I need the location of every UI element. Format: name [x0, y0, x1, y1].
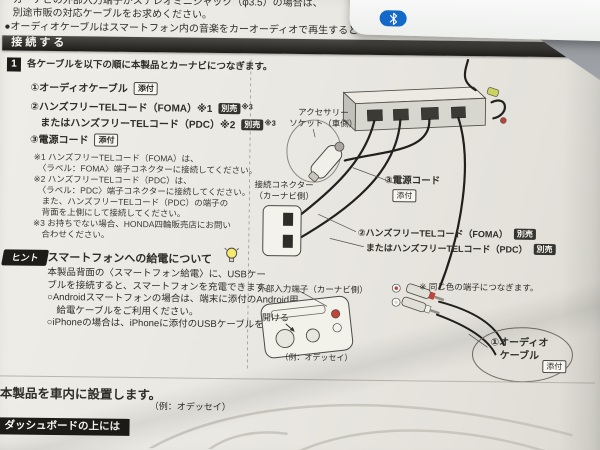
footnotes: ※1 ハンズフリーTELコード（FOMA）は、 〈ラベル：FOMA〉端子コネクタ… [32, 151, 258, 240]
tel-sold-badge-2: 別売 [533, 243, 556, 256]
attached-badge: 添付 [133, 81, 158, 96]
audio-attached-badge: 添付 [542, 359, 567, 374]
item-label: ①オーディオケーブル [30, 82, 128, 95]
section-divider [0, 375, 596, 384]
attached-badge: 添付 [94, 133, 119, 147]
label-same-color-note: ※ 同じ色の端子につなぎます。 [419, 281, 539, 293]
bluetooth-device [349, 0, 600, 42]
power-attached-badge: 添付 [392, 189, 417, 203]
label-example-stereo: （例：オデッセイ） [280, 352, 353, 363]
list-item-audio-cable: ①オーディオケーブル添付 [31, 81, 158, 97]
tel-sold-badge-1: 別売 [513, 228, 536, 240]
section-header-bar: 接続する [2, 35, 593, 58]
hint-title: スマートフォンへの給電について [47, 251, 213, 266]
hint-tag: ヒント [1, 249, 50, 266]
sold-badge: 別売 [218, 102, 241, 115]
list-item-tel-pdc: またはハンズフリーTELコード（PDC）※2 別売※3 [30, 114, 276, 133]
label-audio-cable: ①オーディオ ケーブル [490, 337, 549, 362]
item-label: ③電源コード [29, 134, 89, 147]
top-note-line-2: 別途市販の対応ケーブルをお求めください。 [12, 7, 213, 21]
label-open: 開ける [261, 312, 289, 323]
label-connector: 接続コネクター （カーナビ側） [254, 179, 314, 202]
step1-marker: 1 [6, 57, 22, 72]
badge-note: ※3 [264, 118, 276, 128]
sold-badge: 別売 [241, 119, 264, 131]
lightbulb-icon [223, 246, 240, 269]
label-text: ②ハンズフリーTELコード（FOMA） [357, 227, 508, 240]
step2-example: （例：オデッセイ） [149, 401, 231, 413]
list-item-power-cord: ③電源コード添付 [30, 133, 119, 148]
badge-note: ※3 [241, 102, 253, 112]
label-power-cord: ③電源コード [384, 175, 441, 187]
label-text: またはハンズフリーTELコード（PDC） [365, 242, 528, 255]
bluetooth-icon [379, 9, 407, 27]
step1-lead: 各ケーブルを以下の順に本製品とカーナビにつなぎます。 [26, 58, 273, 73]
dashboard-heading-box: ダッシュボードの上には [0, 417, 130, 436]
main-unit-illustration [342, 86, 507, 132]
label-accessory-socket: アクセサリー ソケット（車側） [289, 106, 358, 129]
item-label: ②ハンズフリーTELコード（FOMA）※1 [30, 101, 213, 115]
section-header-title: 接続する [11, 36, 68, 50]
label-tel-pdc: またはハンズフリーTELコード（PDC） 別売 [366, 242, 556, 257]
label-tel-foma: ②ハンズフリーTELコード（FOMA） 別売 [358, 227, 536, 242]
item-label: またはハンズフリーTELコード（PDC）※2 [30, 117, 236, 132]
step2-header: 本製品を車内に設置します。 [0, 386, 162, 403]
label-ext-input: 外部入力端子（カーナビ側） [257, 283, 368, 295]
